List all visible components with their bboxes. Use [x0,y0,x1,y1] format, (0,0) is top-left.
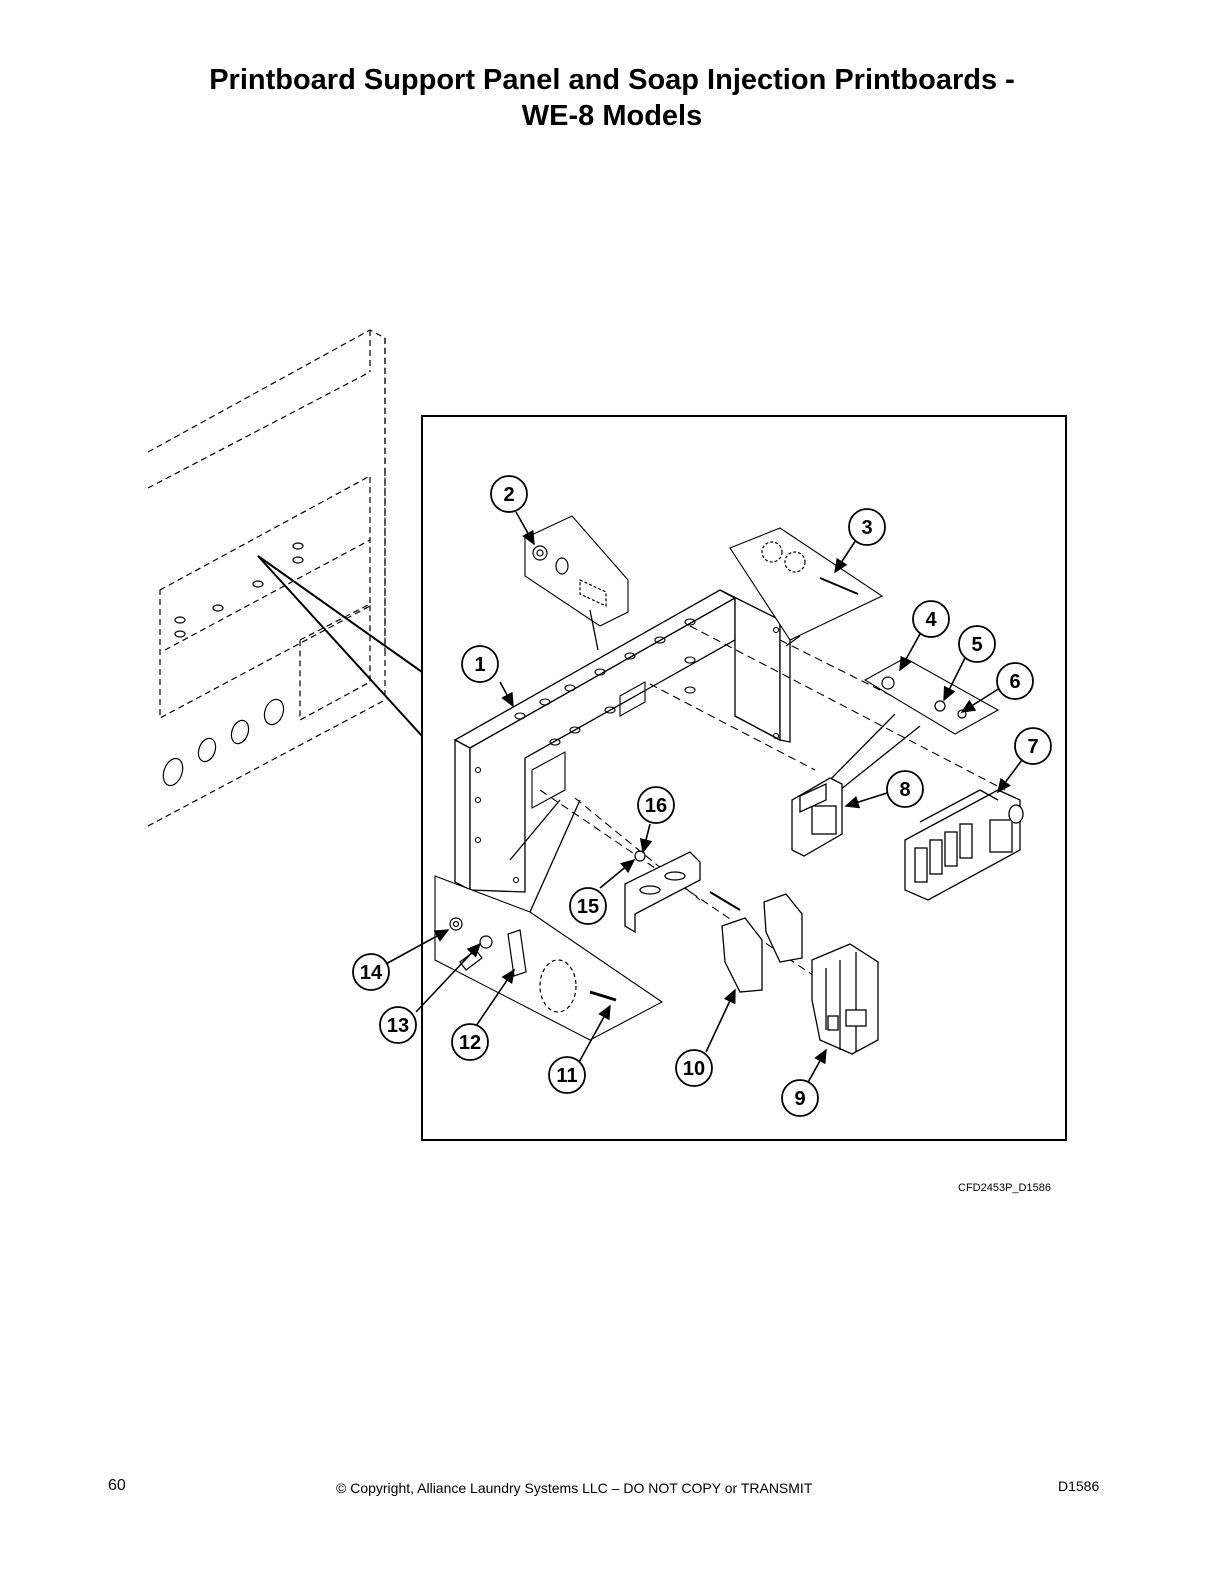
page-number: 60 [108,1477,126,1494]
callout-8: 8 [886,770,924,808]
callout-5: 5 [958,625,996,663]
support-panel-slots [474,618,780,884]
svg-text:8: 8 [899,779,910,801]
svg-text:12: 12 [459,1032,481,1054]
copyright-notice: © Copyright, Alliance Laundry Systems LL… [336,1480,813,1496]
callout-3: 3 [848,508,886,546]
svg-text:14: 14 [360,962,383,984]
svg-text:15: 15 [577,896,599,918]
title-line-2: WE-8 Models [521,100,703,132]
svg-text:9: 9 [794,1088,805,1110]
title-line-1: Printboard Support Panel and Soap Inject… [209,64,1015,96]
end-clamps [721,893,803,993]
callout-11: 11 [548,1056,586,1094]
callout-1: 1 [461,645,499,683]
callout-2: 2 [490,475,528,513]
printboard-small [791,777,843,857]
callout-14: 14 [352,953,390,991]
svg-text:11: 11 [556,1065,577,1087]
svg-text:13: 13 [387,1015,409,1037]
svg-text:3: 3 [861,517,872,539]
callout-15: 15 [569,887,607,925]
cabinet-holes [162,542,304,787]
svg-text:1: 1 [474,654,485,676]
svg-text:16: 16 [645,795,667,817]
figure-code: CFD2453P_D1586 [958,1182,1051,1194]
relay-socket [811,943,879,1055]
callout-16: 16 [637,786,675,824]
support-panel [453,589,791,893]
detail-frame [421,415,1067,1141]
callout-10: 10 [675,1049,713,1087]
callout-9: 9 [781,1079,819,1117]
callout-12: 12 [451,1023,489,1061]
printboard-large [904,789,1024,901]
inset-leaders [509,609,921,913]
svg-text:10: 10 [683,1058,705,1080]
zoom-leader-lines [257,555,423,737]
cabinet-outline [147,329,386,827]
callout-7: 7 [1014,727,1052,765]
exploded-parts-diagram: 1 2 3 4 5 6 7 8 9 10 11 12 [147,329,1067,1141]
callout-arrows [383,511,1023,1087]
svg-text:6: 6 [1009,671,1020,693]
hardware-parts [449,541,967,1013]
document-id: D1586 [1058,1478,1100,1494]
callout-13: 13 [379,1006,417,1044]
svg-text:2: 2 [503,484,514,506]
page-title: Printboard Support Panel and Soap Inject… [112,62,1112,134]
callout-6: 6 [996,662,1034,700]
svg-text:4: 4 [925,609,937,631]
svg-text:5: 5 [971,634,982,656]
svg-text:7: 7 [1027,736,1038,758]
callout-4: 4 [912,600,950,638]
din-rail [624,851,701,934]
